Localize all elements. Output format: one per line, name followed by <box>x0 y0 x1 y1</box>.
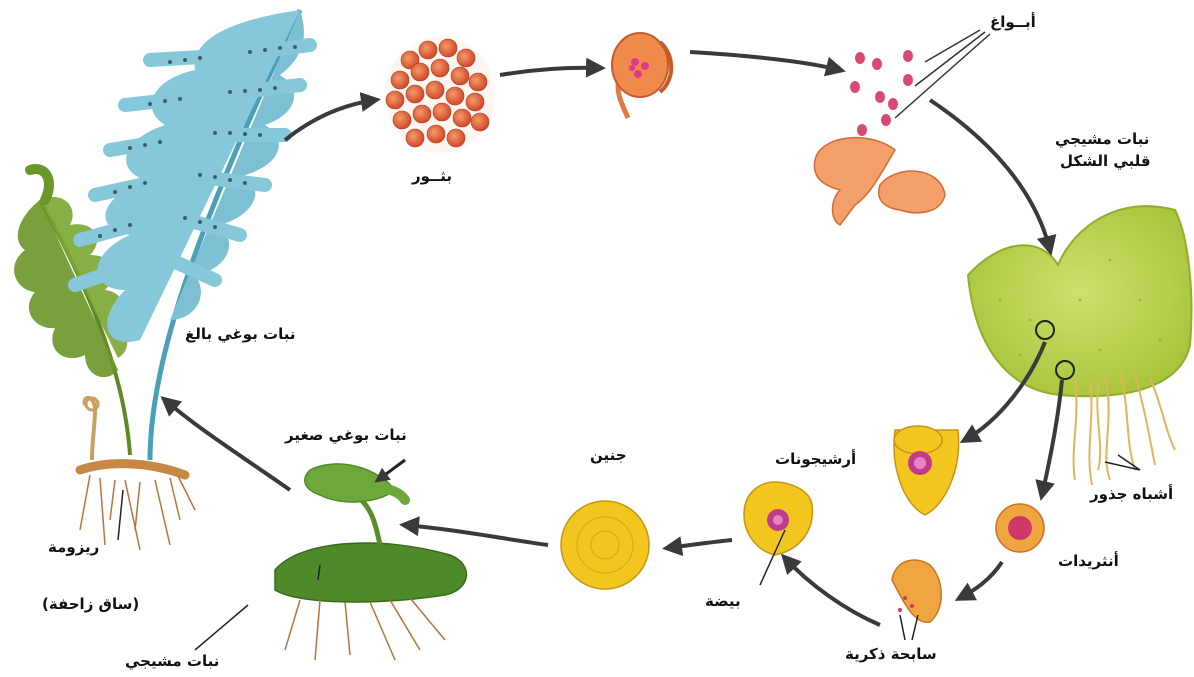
arrow-antheridium-to-sperm <box>960 562 1002 598</box>
arrow-egg-to-embryo <box>668 540 732 548</box>
blue-frond <box>75 10 310 460</box>
burst-sporangia <box>814 138 945 225</box>
sporangium <box>612 33 671 118</box>
label-rhizoids: أشباه جذور <box>1090 485 1173 503</box>
sori-cluster <box>385 37 495 153</box>
arrow-fern-to-sori <box>285 100 375 140</box>
spores <box>850 30 990 136</box>
archegonium-cell <box>894 426 959 515</box>
label-prothallus-line1: نبات مشيجي <box>1055 130 1149 148</box>
sperm-antheridium <box>892 560 941 622</box>
young-sporophyte-illustration <box>275 464 466 660</box>
antheridium-cell <box>996 504 1044 552</box>
fiddlehead <box>85 398 98 460</box>
label-young-sporophyte: نبات بوغي صغير <box>285 426 407 444</box>
arrow-spores-to-prothallus <box>930 100 1050 250</box>
label-rhizome: ريزومة <box>48 538 99 556</box>
embryo-illustration <box>561 501 649 589</box>
arrow-sperm-to-egg <box>785 558 880 625</box>
label-antheridia: أنثريدات <box>1058 552 1119 570</box>
label-prothallus-line2: قلبي الشكل <box>1060 152 1151 170</box>
label-creeping-stem: (ساق زاحفة) <box>42 595 139 613</box>
label-spores: أبــواغ <box>990 13 1036 31</box>
mature-sporophyte-illustration <box>14 10 310 550</box>
label-sperm: سابحة ذكرية <box>845 645 937 663</box>
label-egg: بيضة <box>705 592 741 610</box>
label-embryo: جنين <box>590 446 627 464</box>
heart-prothallus <box>968 206 1191 485</box>
label-sori: بثــور <box>412 167 452 185</box>
arrow-sporangium-to-spores <box>690 52 840 70</box>
young-roots <box>285 598 445 660</box>
label-mature-sporophyte: نبات بوغي بالغ <box>185 325 296 343</box>
arrow-embryo-to-young <box>405 525 548 545</box>
label-gametophyte: نبات مشيجي <box>125 652 219 670</box>
label-archegonia: أرشيجونات <box>775 450 856 468</box>
arrow-prothallus-to-antheridium <box>1042 380 1062 495</box>
arrow-sori-to-sporangium <box>500 68 600 75</box>
